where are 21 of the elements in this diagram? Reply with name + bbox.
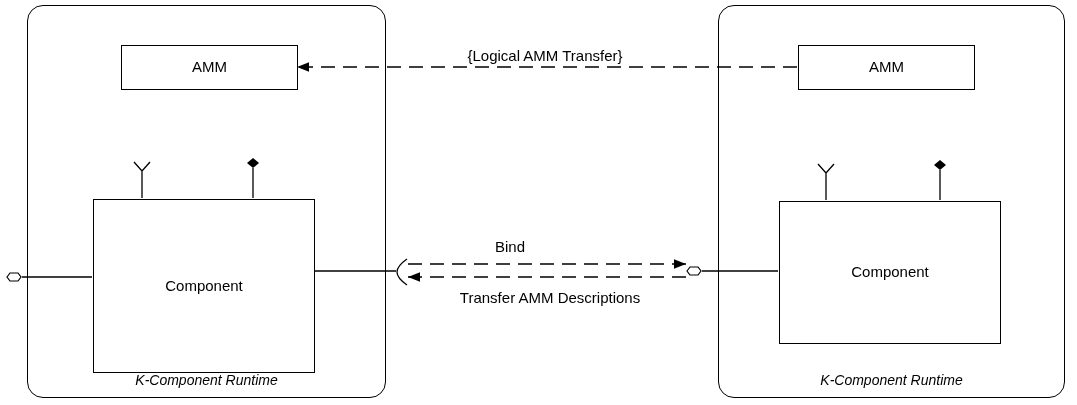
component-box [779,201,1001,344]
container-label: K-Component Runtime [135,371,278,390]
socket-arc [396,258,408,286]
dashed-arrow [407,259,687,269]
node-label: Component [165,275,243,296]
port-diamond [6,269,22,285]
connector-line [701,270,779,272]
runtime-container [27,5,386,398]
port-diamond [686,263,702,279]
container-label: K-Component Runtime [820,371,963,390]
node-label: AMM [869,57,904,78]
dashed-arrow [407,272,687,282]
runtime-container [718,5,1065,398]
amm-box [798,45,975,90]
node-label: Component [851,262,929,283]
connector-line [21,276,93,278]
connector-line [313,270,397,272]
amm-box [121,45,298,90]
component-box [93,199,315,373]
node-label: AMM [192,57,227,78]
dashed-arrow [296,62,798,72]
